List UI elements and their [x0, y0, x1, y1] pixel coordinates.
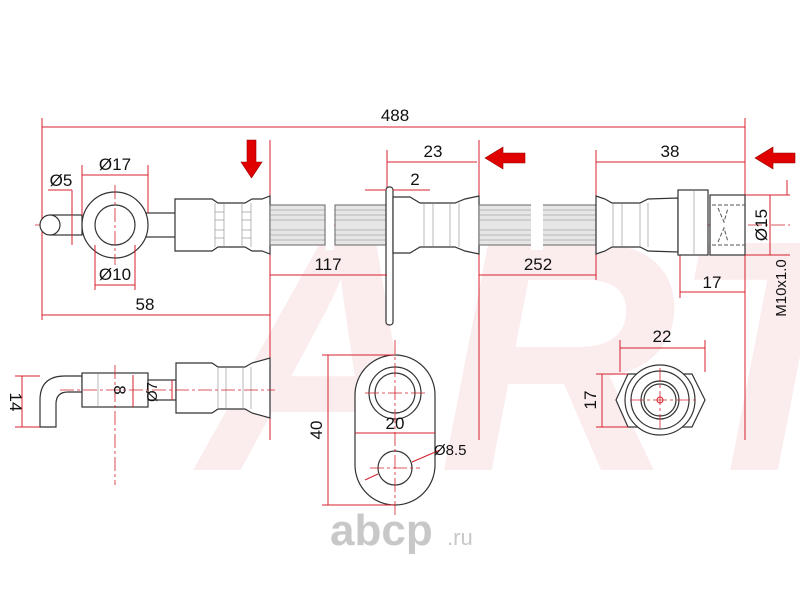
- hose-assembly: [39, 185, 746, 326]
- dim-dia-15: Ø15: [752, 209, 771, 241]
- abcp-logo: abcp .ru: [330, 506, 473, 555]
- logo-text: abcp: [330, 506, 433, 555]
- arrow-left-icon: [484, 146, 526, 170]
- dim-dia-10: Ø10: [99, 265, 131, 284]
- dim-bracket-height: 40: [307, 421, 326, 440]
- hose-section: [478, 200, 597, 250]
- dim-len-252: 252: [524, 255, 552, 274]
- logo-suffix: .ru: [447, 525, 473, 550]
- dim-len-2: 2: [410, 170, 419, 189]
- dim-dia-7: Ø7: [144, 382, 161, 402]
- dim-len-58: 58: [136, 295, 155, 314]
- hose-section: [269, 200, 388, 250]
- dim-dia-5: Ø5: [50, 171, 73, 190]
- dim-nut-width: 22: [653, 327, 672, 346]
- dim-len-17: 17: [703, 273, 722, 292]
- bracket-view: [322, 340, 441, 515]
- dim-len-23: 23: [424, 142, 443, 161]
- dim-len-117: 117: [314, 255, 341, 274]
- dim-nut-height: 17: [581, 391, 600, 410]
- dim-bracket-hole: Ø8.5: [434, 442, 467, 459]
- elbow-view: [15, 357, 275, 485]
- nut-end-view: [596, 340, 706, 436]
- dim-bracket-width: 20: [386, 414, 405, 433]
- arrow-down-icon: [240, 139, 263, 179]
- dimension-lines: [42, 126, 790, 316]
- dim-thread: M10x1.0: [773, 259, 790, 317]
- dim-total-length: 488: [381, 106, 409, 125]
- dim-len-38: 38: [661, 142, 680, 161]
- dim-dia-8: 8: [110, 385, 129, 394]
- dim-dia-17: Ø17: [99, 155, 131, 174]
- dim-height-14: 14: [6, 393, 25, 412]
- arrow-left-icon: [754, 146, 796, 170]
